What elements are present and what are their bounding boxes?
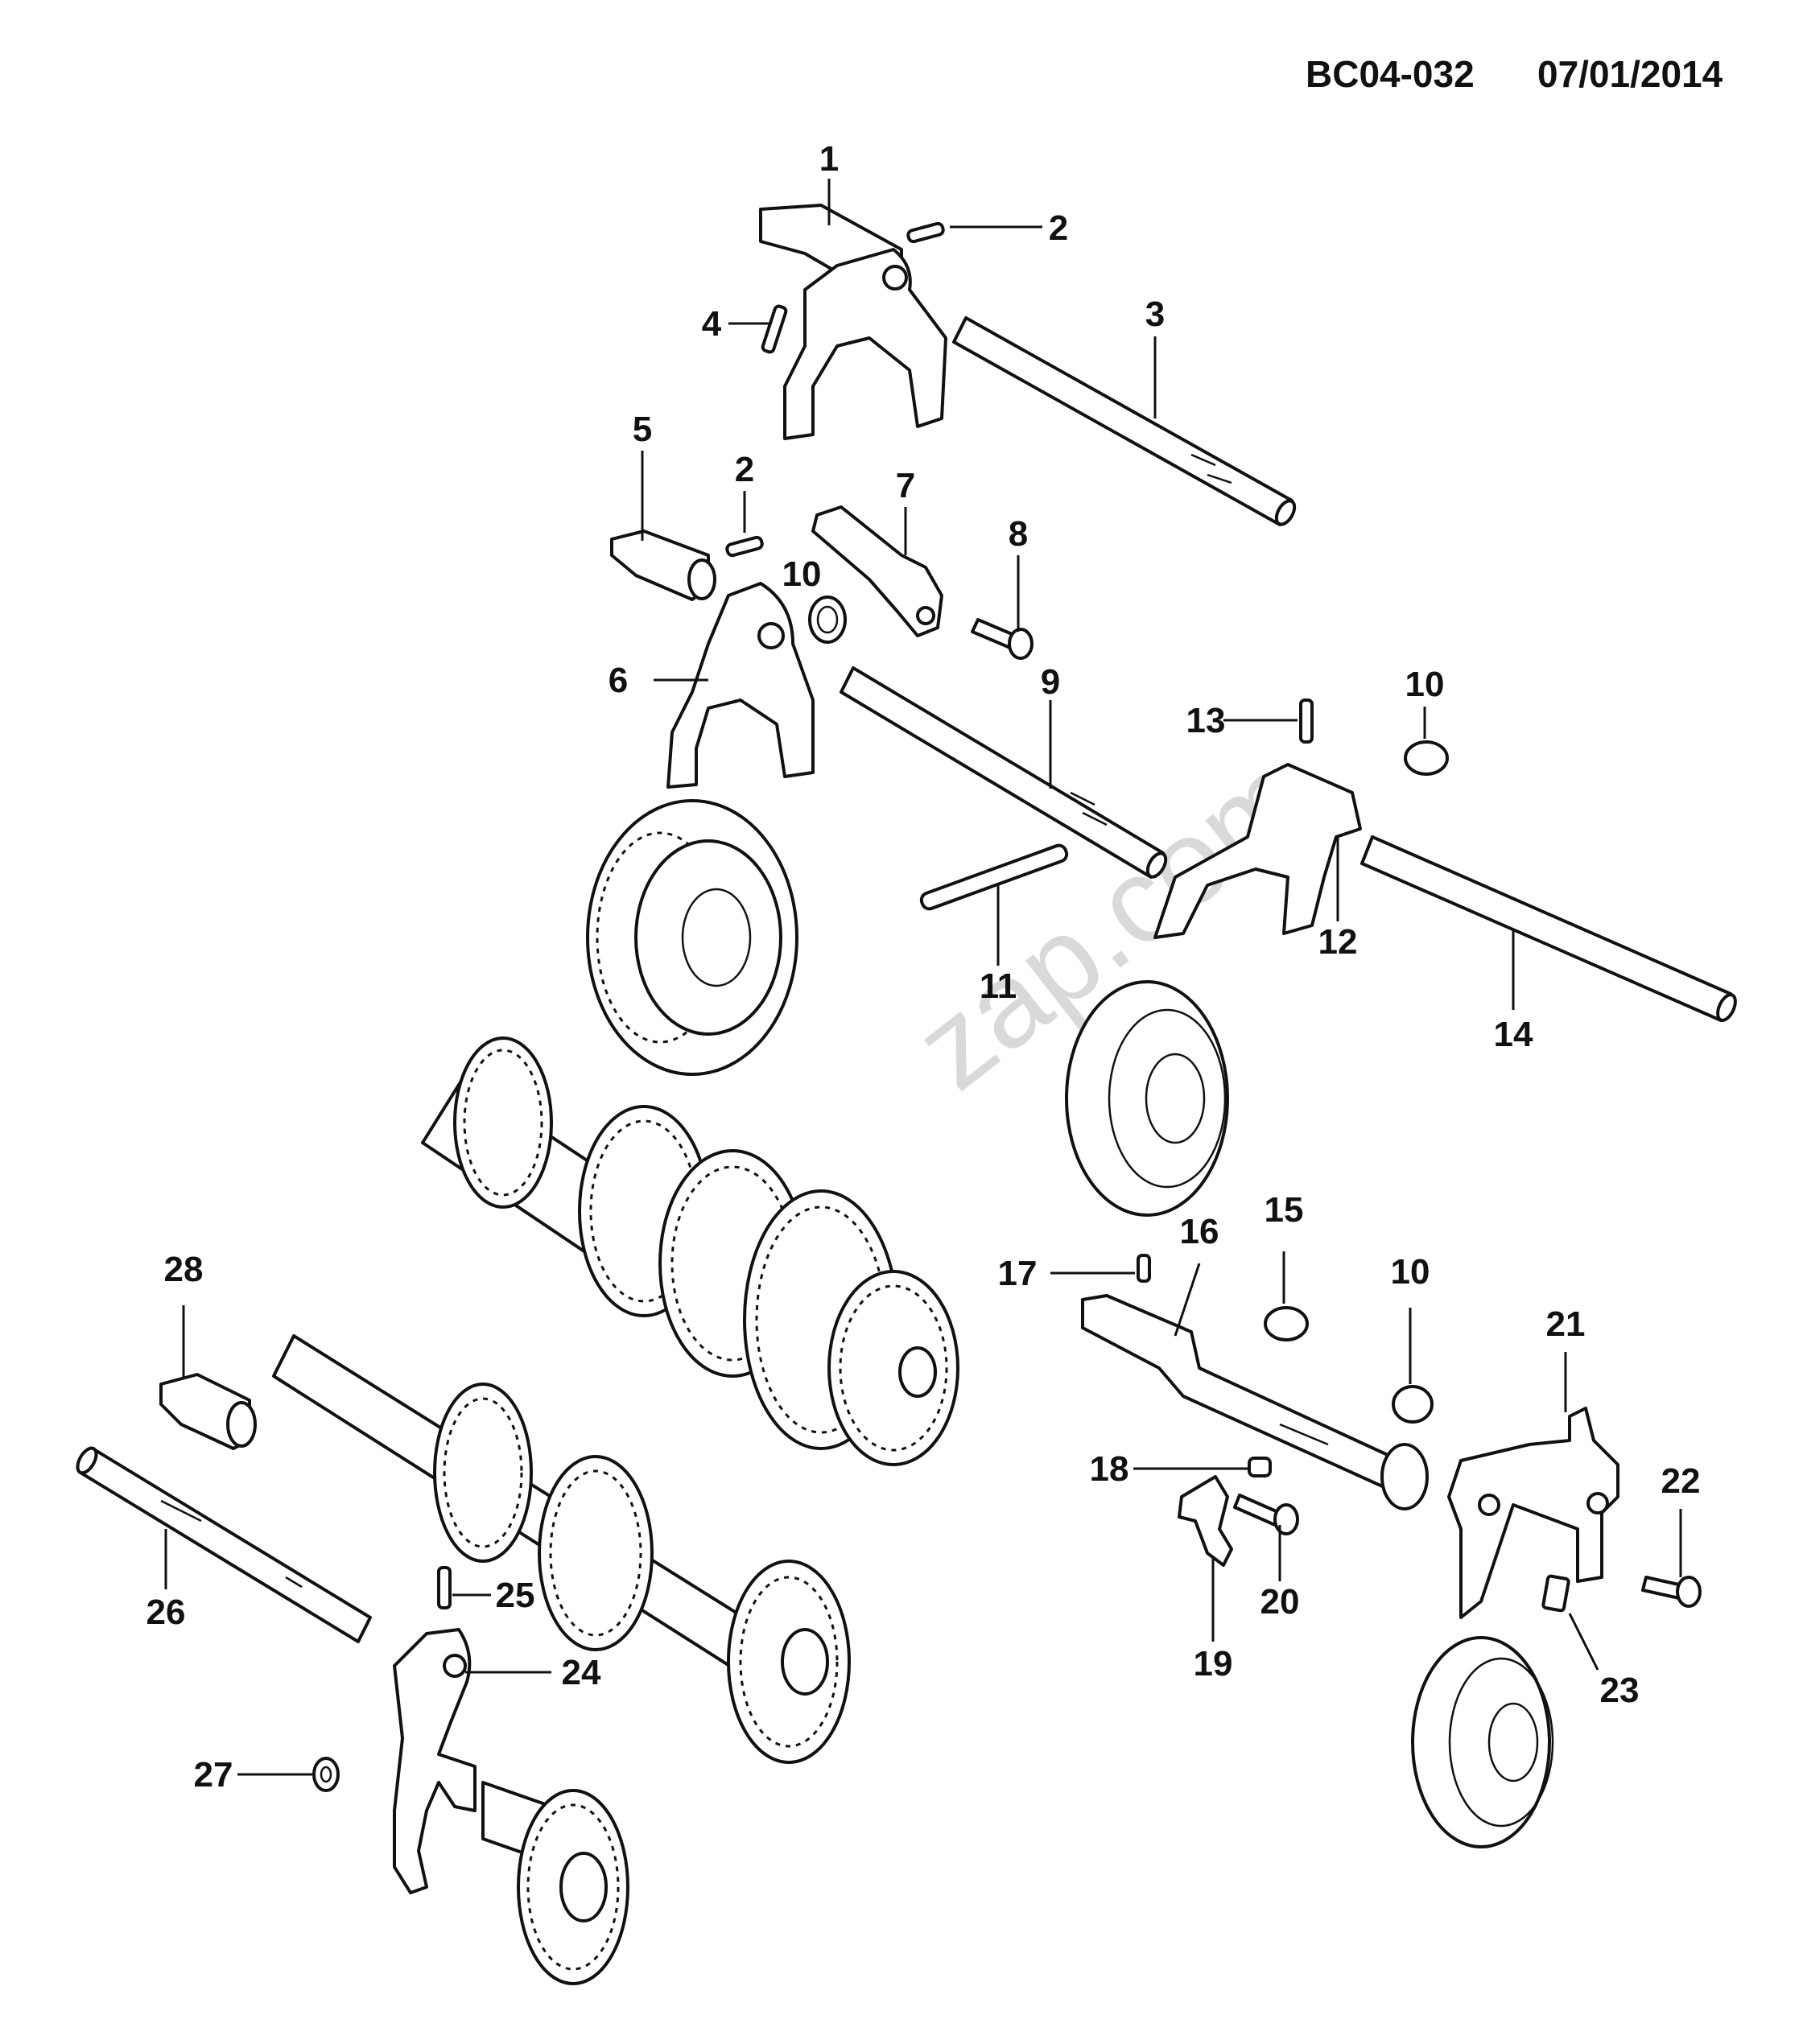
part-28-interlock[interactable]: [159, 1373, 257, 1450]
part-22-bolt[interactable]: [1641, 1576, 1702, 1608]
part-15-bushing[interactable]: [1264, 1306, 1309, 1341]
callout-12: 12: [1318, 922, 1358, 962]
diagram-code: BC04-032: [1306, 53, 1475, 95]
part-14-shift-rail[interactable]: [1360, 835, 1739, 1023]
leader-lines: [164, 179, 1682, 1776]
diagram-date: 07/01/2014: [1537, 53, 1723, 95]
part-19-plate[interactable]: [1178, 1475, 1233, 1567]
part-11-dowel[interactable]: [919, 843, 1069, 911]
part-1-shift-fork[interactable]: [759, 204, 947, 440]
callout-5: 5: [633, 410, 652, 449]
part-10-bushing-b[interactable]: [1404, 740, 1449, 776]
callout-3: 3: [1145, 295, 1165, 334]
callout-8: 8: [1009, 514, 1028, 554]
part-9-shift-rail[interactable]: [840, 666, 1170, 880]
callout-7: 7: [896, 466, 915, 505]
part-7-selector[interactable]: [811, 505, 943, 637]
callout-17: 17: [998, 1254, 1038, 1293]
part-17-pin[interactable]: [1137, 1254, 1151, 1283]
callout-4: 4: [702, 304, 722, 344]
synchro-gear-upper-left[interactable]: [586, 799, 798, 1076]
callout-21: 21: [1546, 1304, 1586, 1344]
callout-10-c: 10: [1391, 1252, 1430, 1292]
callout-6: 6: [609, 661, 628, 700]
part-16-selector-shaft[interactable]: [1081, 1294, 1429, 1510]
callout-labels: 1 2 3 4 5 2 7 8 10 6 9 13 10 12 11 14 15…: [146, 139, 1701, 1795]
part-8-bolt[interactable]: [971, 618, 1034, 660]
callout-28: 28: [164, 1250, 204, 1289]
callout-19: 19: [1194, 1644, 1233, 1683]
callout-26: 26: [146, 1593, 186, 1632]
part-27-washer[interactable]: [312, 1757, 340, 1792]
part-21-bracket[interactable]: [1447, 1407, 1619, 1619]
callout-16: 16: [1180, 1212, 1219, 1251]
part-2-pin-upper[interactable]: [906, 221, 945, 244]
callout-10-a: 10: [782, 554, 822, 594]
callout-9: 9: [1041, 662, 1060, 702]
callout-1: 1: [819, 139, 839, 179]
part-20-bolt[interactable]: [1233, 1494, 1299, 1535]
callout-2-upper: 2: [1049, 208, 1068, 248]
part-23-shoe[interactable]: [1541, 1574, 1570, 1613]
callout-20: 20: [1260, 1582, 1300, 1622]
callout-13: 13: [1186, 701, 1226, 740]
part-13-pin[interactable]: [1299, 699, 1314, 744]
part-10-bushing-a[interactable]: [808, 595, 847, 644]
callout-25: 25: [496, 1576, 535, 1615]
reverse-idler-gear[interactable]: [481, 1781, 629, 1985]
countershaft-gear-cluster[interactable]: [421, 1036, 959, 1466]
part-12-shift-fork[interactable]: [1153, 763, 1362, 939]
callout-24: 24: [562, 1653, 601, 1692]
part-10-bushing-c[interactable]: [1392, 1385, 1434, 1424]
callout-14: 14: [1494, 1015, 1533, 1054]
mainshaft-gears[interactable]: [272, 1334, 851, 1764]
part-18-pin[interactable]: [1248, 1457, 1272, 1477]
synchro-hub-center[interactable]: [1065, 980, 1229, 1217]
callout-18: 18: [1090, 1449, 1129, 1489]
part-26-shift-rail[interactable]: [74, 1445, 372, 1643]
callout-10-b: 10: [1405, 665, 1445, 704]
callout-23: 23: [1600, 1671, 1640, 1710]
callout-27: 27: [194, 1755, 233, 1795]
part-2-pin-lower[interactable]: [725, 535, 764, 558]
callout-11: 11: [980, 966, 1017, 1006]
part-6-shift-fork[interactable]: [666, 582, 815, 789]
callout-22: 22: [1661, 1461, 1701, 1501]
part-24-shift-fork[interactable]: [393, 1628, 477, 1894]
callout-2-lower: 2: [735, 450, 754, 489]
part-3-shift-rail[interactable]: [952, 316, 1298, 527]
part-4-pin[interactable]: [761, 304, 788, 354]
part-25-pin[interactable]: [437, 1566, 452, 1609]
synchro-hub-lower-right[interactable]: [1411, 1636, 1554, 1848]
part-5-interlock[interactable]: [610, 530, 716, 601]
callout-15: 15: [1265, 1190, 1304, 1230]
